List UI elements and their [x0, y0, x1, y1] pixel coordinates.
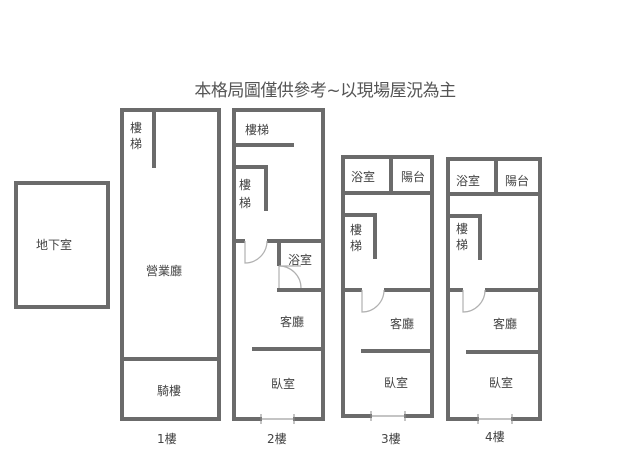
floor4-balcony-label: 陽台 — [505, 174, 530, 188]
floor4-name: 4樓 — [485, 430, 505, 444]
floor4-stairs-label: 樓梯 — [456, 222, 469, 252]
floor2-stairs-top-label: 樓梯 — [245, 123, 270, 137]
floor1-hall-label: 營業廳 — [146, 264, 183, 278]
floor1-arcade-label: 騎樓 — [157, 384, 182, 398]
floor4-walls — [446, 157, 542, 421]
floor2-stairs-inner-label: 樓梯 — [239, 178, 252, 210]
basement-label: 地下室 — [36, 238, 73, 252]
floor2-door-icon — [244, 240, 268, 264]
floor3-balcony-label: 陽台 — [401, 170, 426, 184]
floor3-door-icon — [361, 289, 385, 313]
floor2-name: 2樓 — [267, 432, 287, 446]
floor4-bedroom-label: 臥室 — [489, 376, 514, 390]
floor3-bedroom-label: 臥室 — [384, 376, 409, 390]
plan-title: 本格局圖僅供參考~以現場屋況為主 — [194, 81, 456, 101]
floor2-bath-label: 浴室 — [288, 253, 313, 267]
basement-outline — [14, 181, 110, 309]
floor3-name: 3樓 — [381, 432, 401, 446]
floor2-living-label: 客廳 — [280, 315, 305, 329]
floor2-walls — [232, 108, 325, 421]
floor1-walls — [120, 108, 221, 421]
floor2-bedroom-label: 臥室 — [271, 377, 296, 391]
door-swings — [244, 240, 486, 313]
floor1-stairs-label: 樓梯 — [130, 121, 143, 151]
floor3-stairs-label: 樓梯 — [350, 223, 363, 253]
floor4-door-icon — [462, 289, 486, 313]
floor4-living-label: 客廳 — [493, 317, 518, 331]
floor2-bath-door-icon — [278, 265, 302, 289]
floor3-walls — [341, 155, 434, 418]
floor3-bath-label: 浴室 — [351, 170, 376, 184]
floor3-living-label: 客廳 — [390, 317, 415, 331]
windows — [260, 411, 513, 424]
floor4-bath-label: 浴室 — [456, 174, 481, 188]
floor1-name: 1樓 — [157, 432, 177, 446]
